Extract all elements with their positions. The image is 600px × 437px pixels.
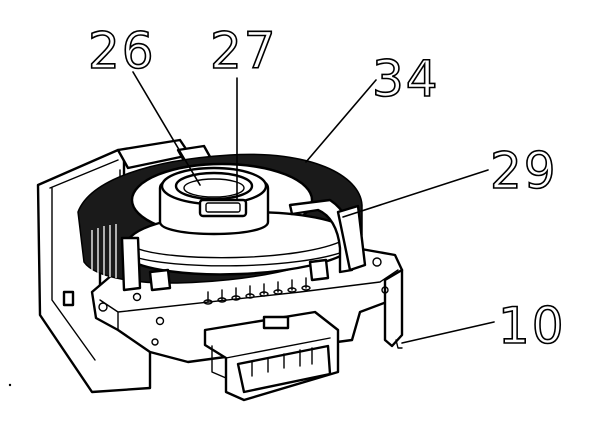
stray-dot: [8, 383, 12, 387]
housing-slot: [62, 290, 75, 307]
mount-hole: [155, 316, 165, 326]
bobbin-right-post: [336, 204, 367, 272]
connector-edge: [225, 337, 331, 359]
callout-29: 29: [490, 142, 558, 200]
leader-29: [342, 169, 489, 218]
hub-bore: [174, 171, 254, 201]
housing-left-wall-inner: [49, 159, 121, 361]
bobbin-foot: [308, 258, 330, 282]
mount-hole: [98, 302, 108, 312]
bobbin-left-post: [120, 236, 142, 292]
center-hub: [158, 166, 270, 236]
housing-right-wall: [383, 268, 404, 348]
leader-10: [401, 321, 495, 344]
callout-10: 10: [498, 297, 566, 355]
bobbin-ring-highlight: [131, 249, 349, 267]
leader-lines: [132, 71, 495, 344]
leader-26: [132, 71, 201, 186]
callout-27: 27: [210, 22, 278, 80]
connector-pins: [251, 347, 313, 377]
hub-window-inner: [205, 202, 241, 213]
callout-34: 34: [372, 50, 440, 108]
mount-hole: [372, 257, 382, 267]
mount-hole: [151, 338, 159, 346]
coil-stripes: [91, 224, 117, 278]
mount-hole: [132, 292, 142, 302]
connector: [203, 310, 340, 402]
connector-mouth: [236, 344, 332, 394]
mount-hole: [381, 286, 389, 294]
hub-bore-inner: [183, 178, 245, 198]
terminal-pins: [203, 277, 311, 305]
leader-34: [305, 79, 377, 163]
base-plate-edge: [99, 269, 399, 331]
bobbin-ring-highlight: [135, 239, 345, 259]
callouts: 26 27 34 29 10: [87, 21, 566, 356]
callout-26: 26: [88, 22, 156, 80]
bobbin-foot: [148, 268, 172, 292]
connector-side: [211, 345, 227, 379]
connector-latch: [262, 315, 290, 330]
housing-right-leg: [395, 339, 403, 349]
